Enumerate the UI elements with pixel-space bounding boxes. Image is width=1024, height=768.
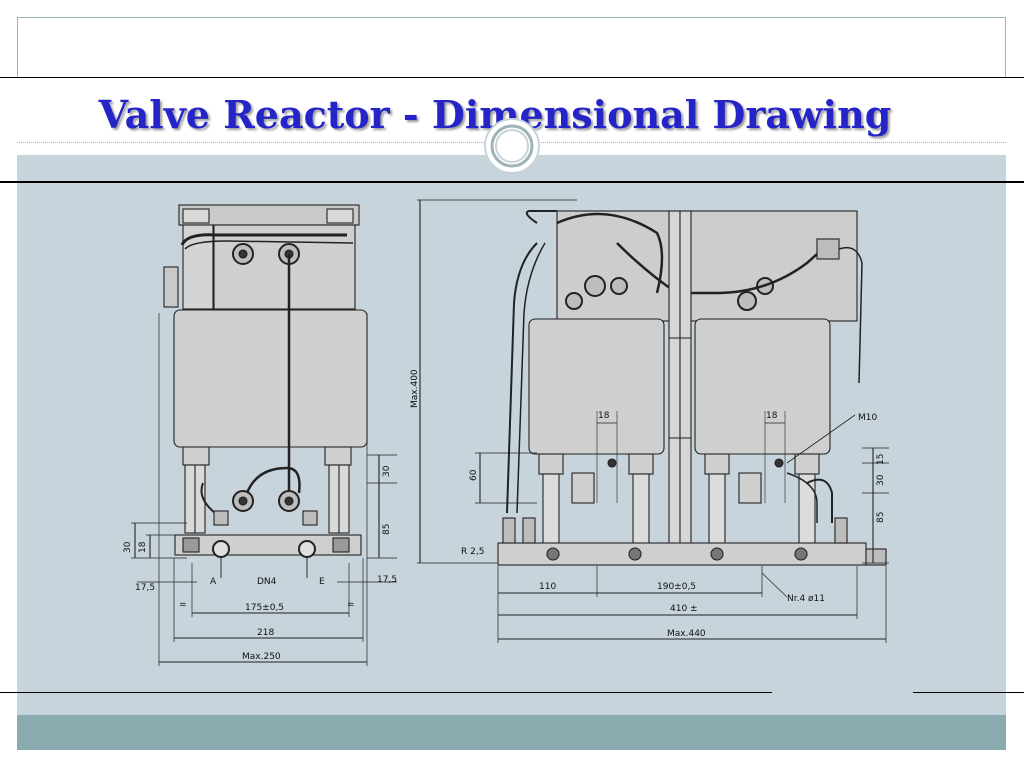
dim-label: 218 — [257, 628, 274, 638]
dim-label: R 2,5 — [461, 547, 484, 557]
dim-label: 17,5 — [377, 575, 397, 585]
dim-label: 18 — [598, 411, 610, 421]
dim-label: 175±0,5 — [245, 603, 284, 613]
bottom-rule-left — [0, 692, 772, 693]
dim-label: Max.440 — [667, 629, 706, 639]
dim-label: 85 — [382, 524, 392, 535]
dim-label: 18 — [138, 541, 148, 553]
dim-label: 18 — [766, 411, 778, 421]
dim-label: 110 — [539, 582, 556, 592]
dim-label: = — [347, 600, 355, 610]
dim-label: Nr.4 ø11 — [787, 594, 825, 604]
bottom-rule-right — [913, 692, 1024, 693]
dim-label: 30 — [876, 474, 886, 486]
footer-bar — [17, 715, 1006, 750]
dim-label: DN4 — [257, 577, 277, 587]
dim-label: 30 — [123, 541, 133, 553]
dim-label: Max.250 — [242, 652, 281, 662]
circle-ornament-icon — [484, 118, 540, 174]
front-view — [417, 199, 889, 643]
dim-label: 30 — [382, 465, 392, 477]
dimension-labels: 30 18 17,5 17,5 30 85 A DN4 E 175±0,5 21… — [123, 369, 886, 662]
dim-label: 15 — [876, 454, 886, 465]
dimensional-drawing — [131, 199, 889, 666]
dim-label: M10 — [858, 413, 877, 423]
dim-label: 60 — [469, 469, 479, 481]
title-rule — [0, 181, 1024, 183]
dim-label: E — [319, 577, 325, 587]
dim-label: = — [179, 600, 187, 610]
dim-label: 410 ± — [670, 604, 698, 614]
dim-label: 17,5 — [135, 583, 155, 593]
top-rule — [0, 77, 1024, 78]
dim-label: Max.400 — [410, 369, 420, 408]
side-view — [131, 204, 397, 666]
dim-label: A — [210, 577, 217, 587]
dim-label: 190±0,5 — [657, 582, 696, 592]
dim-label: 85 — [876, 512, 886, 523]
